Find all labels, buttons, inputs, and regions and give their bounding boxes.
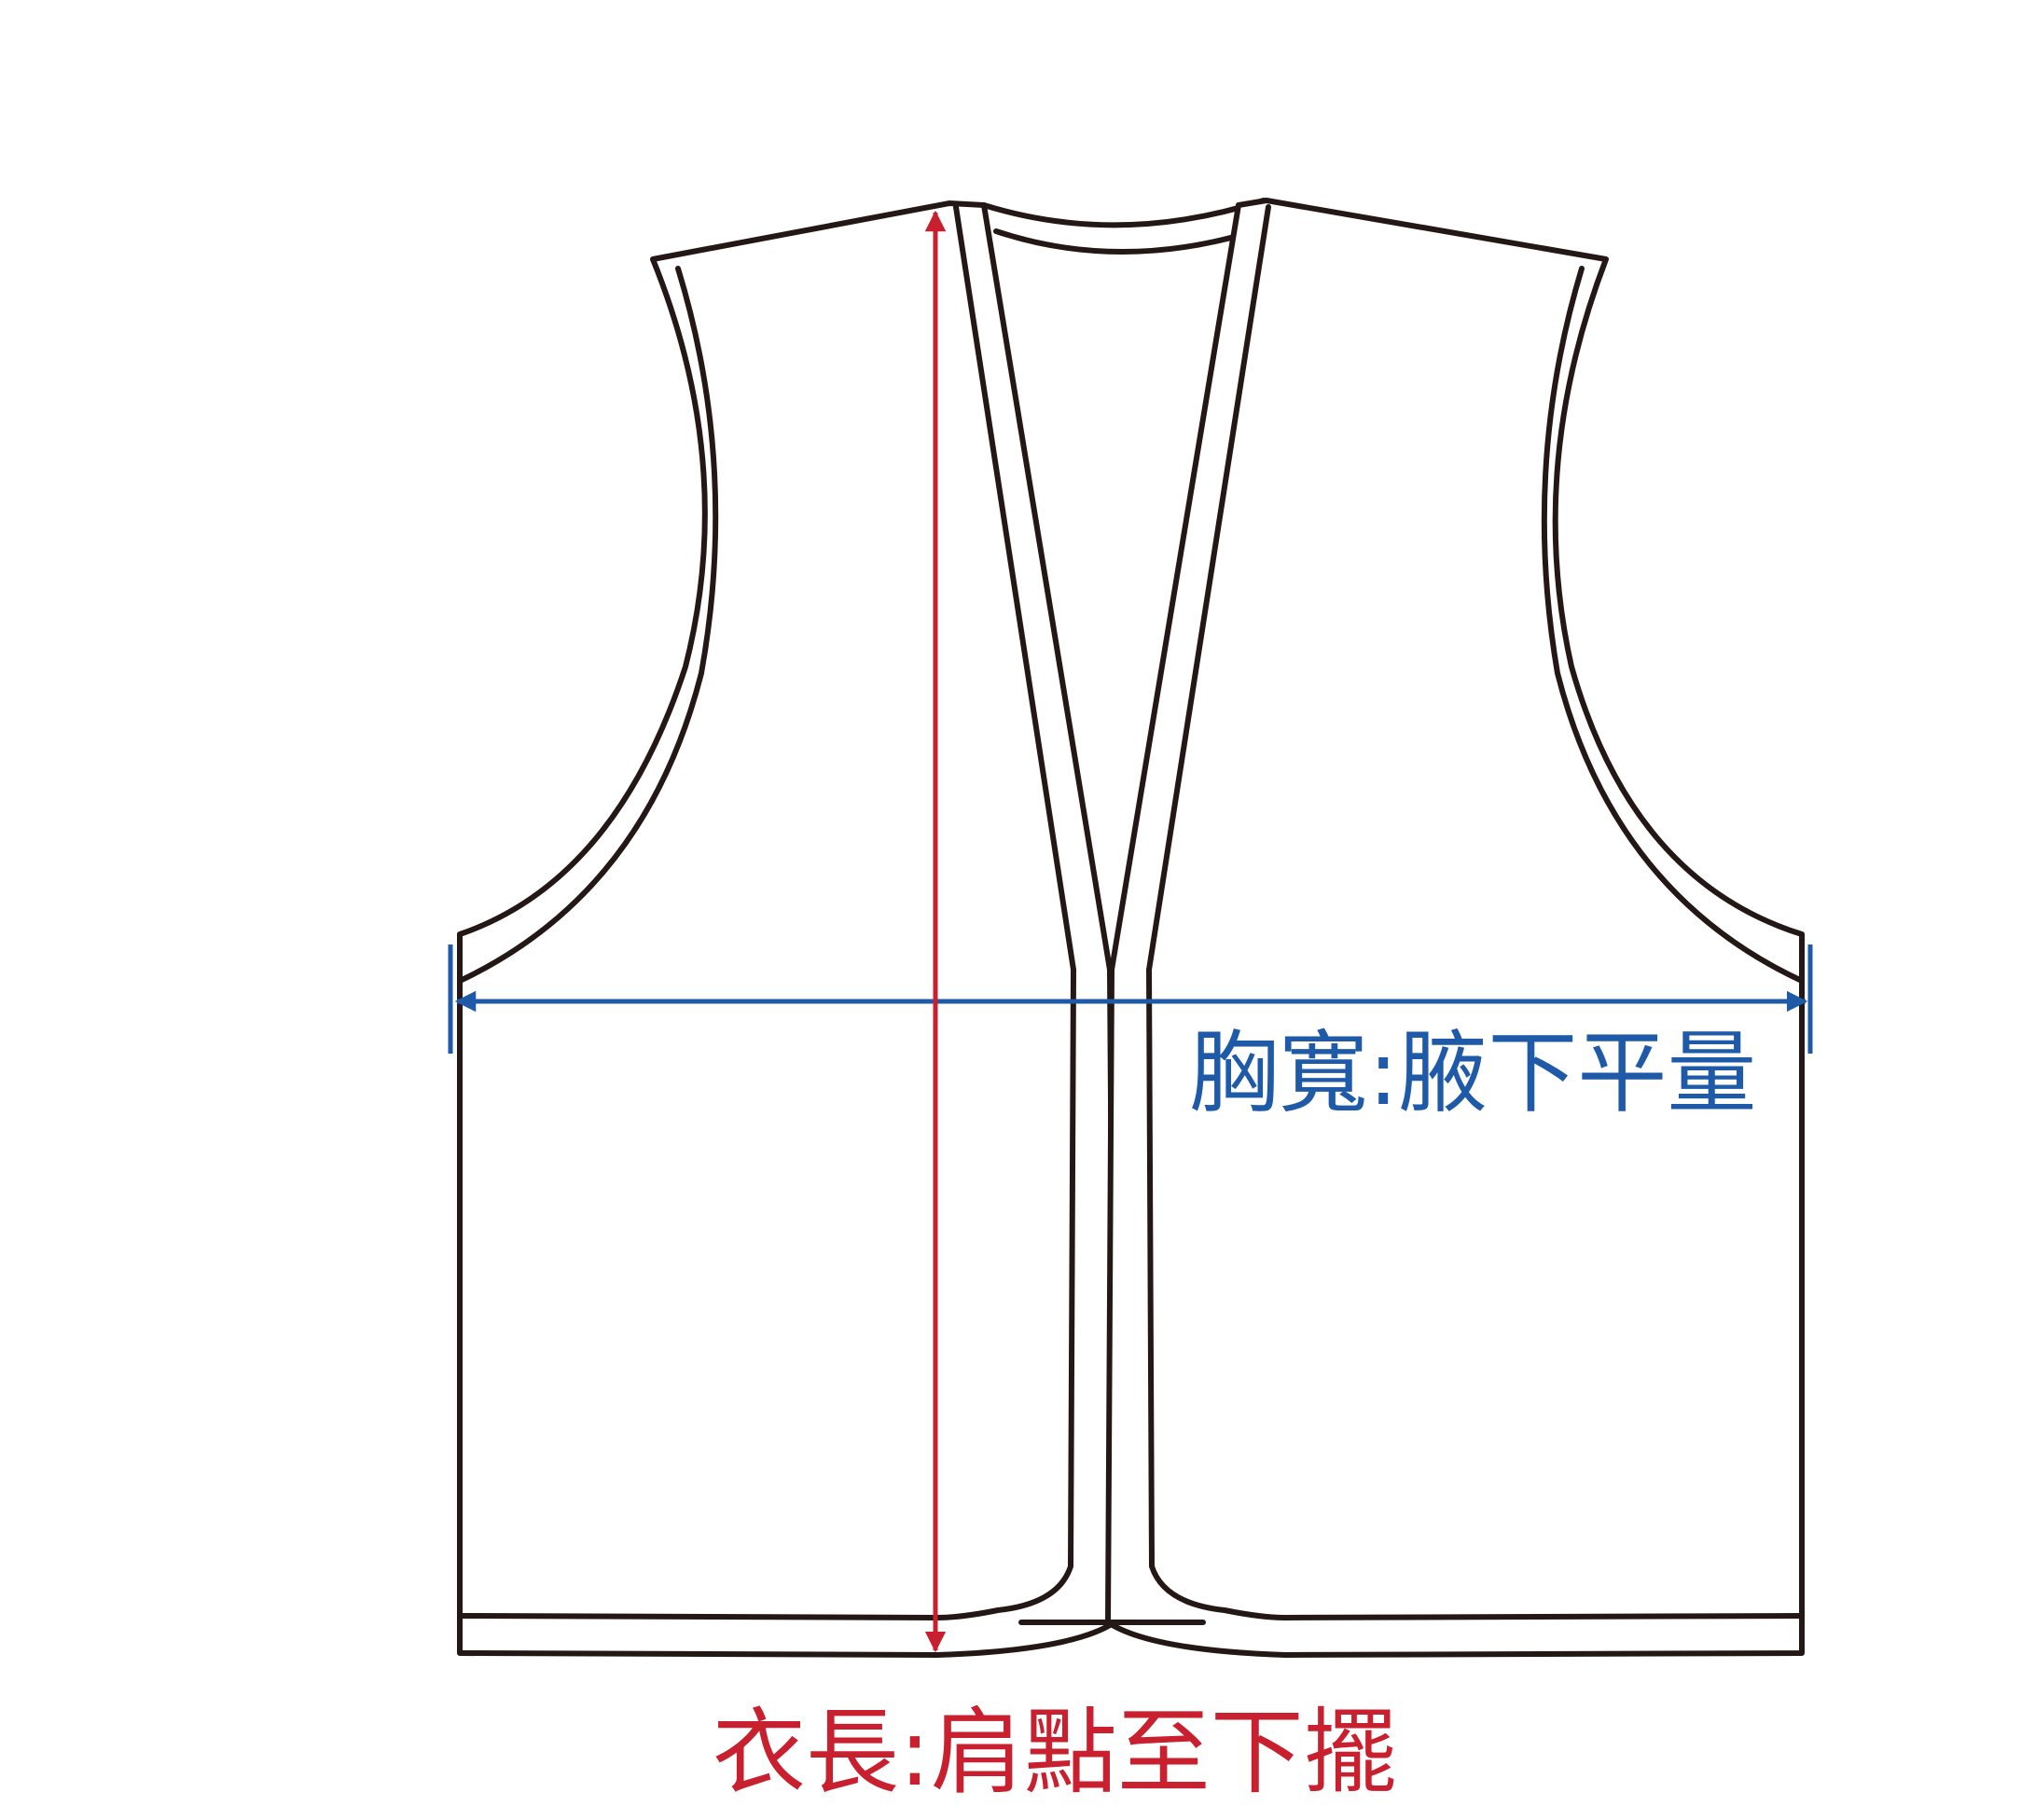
vest-right-panel [1105, 198, 1805, 1658]
chest-width-measure [448, 944, 1813, 1054]
chest-width-label: 胸寬:腋下平量 [1189, 1021, 1757, 1125]
vest-left-panel [457, 200, 1117, 1658]
garment-length-label: 衣長:肩點至下擺 [713, 1698, 1397, 1807]
